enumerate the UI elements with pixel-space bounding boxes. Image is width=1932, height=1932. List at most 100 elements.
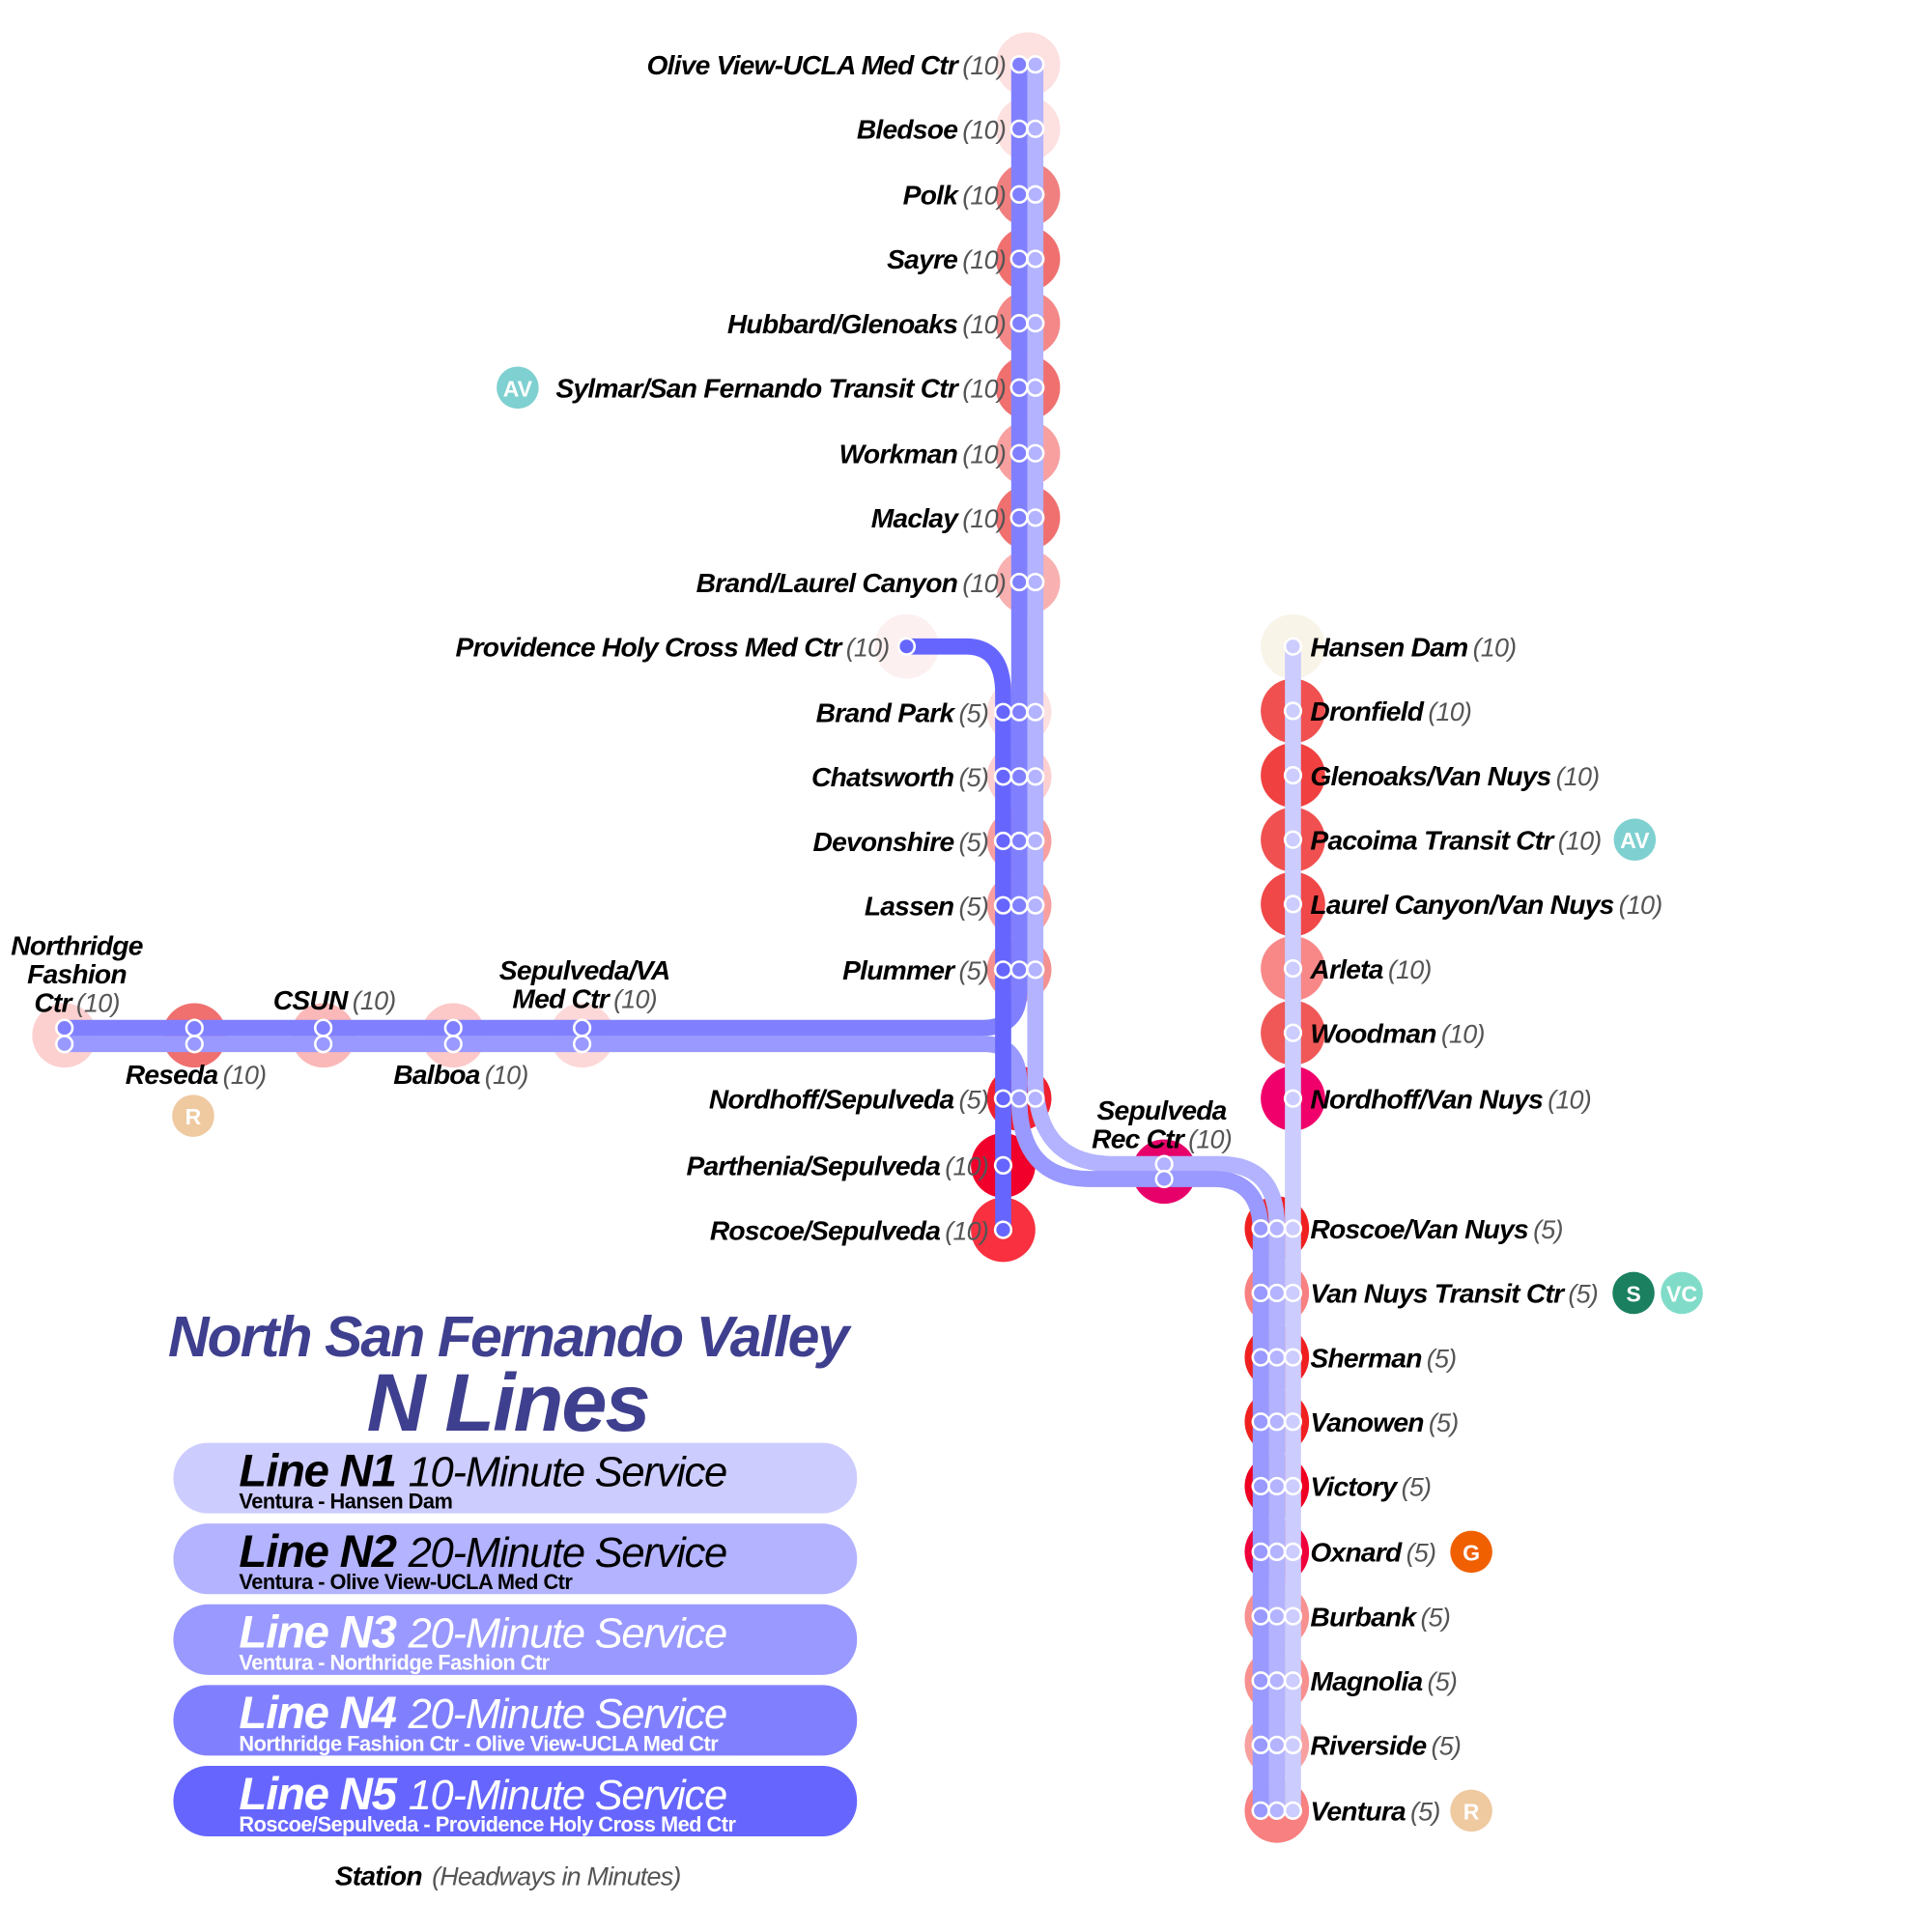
stop-sherman-n1[interactable] bbox=[1283, 1348, 1303, 1367]
stop-victory-n3[interactable] bbox=[1251, 1476, 1270, 1496]
stop-sayre-n2[interactable] bbox=[1026, 249, 1045, 269]
stop-csun-n4[interactable] bbox=[314, 1018, 333, 1037]
stop-northridge-fashion-ctr-n4[interactable] bbox=[55, 1018, 74, 1037]
stop-burbank-n2[interactable] bbox=[1267, 1606, 1287, 1626]
stop-brand-park-n2[interactable] bbox=[1026, 702, 1045, 722]
station-van-nuys-transit-ctr[interactable]: Van Nuys Transit Ctr(5) bbox=[1310, 1278, 1598, 1309]
stop-pacoima-transit-ctr-n1[interactable] bbox=[1283, 830, 1303, 849]
station-burbank[interactable]: Burbank(5) bbox=[1310, 1601, 1450, 1632]
line-n2[interactable] bbox=[1027, 64, 1286, 1811]
stop-brand-park-n4[interactable] bbox=[1009, 702, 1029, 722]
station-pacoima-transit-ctr[interactable]: Pacoima Transit Ctr(10) bbox=[1310, 824, 1602, 855]
stop-burbank-n1[interactable] bbox=[1283, 1606, 1303, 1626]
stop-workman-n2[interactable] bbox=[1026, 443, 1045, 463]
stop-oxnard-n3[interactable] bbox=[1251, 1542, 1270, 1562]
stop-northridge-fashion-ctr-n3[interactable] bbox=[55, 1035, 74, 1054]
stop-magnolia-n3[interactable] bbox=[1251, 1671, 1270, 1690]
station-ventura[interactable]: Ventura(5) bbox=[1310, 1796, 1440, 1827]
stop-plummer-n4[interactable] bbox=[1009, 960, 1029, 980]
stop-laurel-canyon-van-nuys-n1[interactable] bbox=[1283, 895, 1303, 914]
stop-sherman-n2[interactable] bbox=[1267, 1348, 1287, 1367]
stop-burbank-n3[interactable] bbox=[1251, 1606, 1270, 1626]
station-sylmar-san-fernando-transit-ctr[interactable]: Sylmar/San Fernando Transit Ctr(10) bbox=[555, 373, 1006, 404]
stop-van-nuys-transit-ctr-n2[interactable] bbox=[1267, 1283, 1287, 1303]
stop-nordhoff-sepulveda-n2[interactable] bbox=[1026, 1089, 1045, 1108]
stop-sylmar-san-fernando-transit-ctr-n4[interactable] bbox=[1009, 378, 1029, 397]
station-laurel-canyon-van-nuys[interactable]: Laurel Canyon/Van Nuys(10) bbox=[1310, 889, 1662, 920]
stop-hansen-dam-n1[interactable] bbox=[1283, 637, 1303, 656]
station-olive-view-ucla-med-ctr[interactable]: Olive View-UCLA Med Ctr(10) bbox=[646, 49, 1006, 80]
stop-oxnard-n1[interactable] bbox=[1283, 1542, 1303, 1562]
station-victory[interactable]: Victory(5) bbox=[1310, 1471, 1432, 1502]
stop-olive-view-ucla-med-ctr-n4[interactable] bbox=[1009, 55, 1029, 74]
stop-glenoaks-van-nuys-n1[interactable] bbox=[1283, 765, 1303, 785]
badge-g-icon[interactable]: G bbox=[1450, 1530, 1492, 1574]
stop-plummer-n2[interactable] bbox=[1026, 960, 1045, 980]
stop-nordhoff-sepulveda-n3[interactable] bbox=[1009, 1089, 1029, 1108]
stop-balboa-n3[interactable] bbox=[443, 1035, 463, 1054]
stop-lassen-n2[interactable] bbox=[1026, 895, 1045, 915]
station-lassen[interactable]: Lassen(5) bbox=[865, 890, 989, 921]
stop-sepulveda-va-med-ctr-n3[interactable] bbox=[572, 1035, 592, 1054]
stop-roscoe-van-nuys-n3[interactable] bbox=[1251, 1219, 1270, 1238]
stop-parthenia-sepulveda-n5[interactable] bbox=[993, 1155, 1013, 1176]
station-nordhoff-van-nuys[interactable]: Nordhoff/Van Nuys(10) bbox=[1310, 1083, 1591, 1114]
stop-lassen-n4[interactable] bbox=[1009, 895, 1029, 915]
stop-victory-n2[interactable] bbox=[1267, 1476, 1287, 1496]
stop-sayre-n4[interactable] bbox=[1009, 249, 1029, 269]
stop-woodman-n1[interactable] bbox=[1283, 1023, 1303, 1042]
stop-magnolia-n2[interactable] bbox=[1267, 1671, 1287, 1690]
stop-riverside-n2[interactable] bbox=[1267, 1735, 1287, 1755]
station-brand-laurel-canyon[interactable]: Brand/Laurel Canyon(10) bbox=[696, 567, 1007, 598]
station-balboa[interactable]: Balboa(10) bbox=[393, 1059, 528, 1090]
station-parthenia-sepulveda[interactable]: Parthenia/Sepulveda(10) bbox=[686, 1151, 988, 1181]
stop-devonshire-n5[interactable] bbox=[993, 831, 1013, 851]
station-dronfield[interactable]: Dronfield(10) bbox=[1310, 696, 1471, 726]
stop-sylmar-san-fernando-transit-ctr-n2[interactable] bbox=[1026, 378, 1045, 397]
stop-reseda-n4[interactable] bbox=[185, 1018, 204, 1037]
station-glenoaks-van-nuys[interactable]: Glenoaks/Van Nuys(10) bbox=[1310, 760, 1600, 791]
stop-sherman-n3[interactable] bbox=[1251, 1348, 1270, 1367]
station-workman[interactable]: Workman(10) bbox=[839, 438, 1007, 469]
badge-r-icon[interactable]: R bbox=[172, 1094, 214, 1137]
station-plummer[interactable]: Plummer(5) bbox=[842, 954, 989, 985]
station-chatsworth[interactable]: Chatsworth(5) bbox=[811, 761, 989, 792]
station-brand-park[interactable]: Brand Park(5) bbox=[816, 696, 989, 727]
station-magnolia[interactable]: Magnolia(5) bbox=[1310, 1665, 1457, 1696]
stop-bledsoe-n2[interactable] bbox=[1026, 119, 1045, 138]
stop-chatsworth-n4[interactable] bbox=[1009, 767, 1029, 786]
station-riverside[interactable]: Riverside(5) bbox=[1310, 1730, 1461, 1761]
stop-vanowen-n1[interactable] bbox=[1283, 1412, 1303, 1432]
stop-ventura-n3[interactable] bbox=[1251, 1801, 1270, 1820]
badge-av-icon[interactable]: AV bbox=[497, 366, 539, 410]
badge-s-icon[interactable]: S bbox=[1612, 1271, 1655, 1315]
stop-victory-n1[interactable] bbox=[1283, 1476, 1303, 1496]
stop-arleta-n1[interactable] bbox=[1283, 958, 1303, 979]
stop-bledsoe-n4[interactable] bbox=[1009, 119, 1029, 138]
stop-oxnard-n2[interactable] bbox=[1267, 1542, 1287, 1562]
badge-vc-icon[interactable]: VC bbox=[1661, 1271, 1703, 1315]
station-hansen-dam[interactable]: Hansen Dam(10) bbox=[1310, 631, 1517, 662]
stop-riverside-n3[interactable] bbox=[1251, 1735, 1270, 1755]
line-n5[interactable] bbox=[906, 638, 1011, 1231]
station-polk[interactable]: Polk(10) bbox=[903, 180, 1007, 211]
stop-balboa-n4[interactable] bbox=[443, 1018, 463, 1037]
stop-van-nuys-transit-ctr-n1[interactable] bbox=[1283, 1283, 1303, 1303]
stop-sepulveda-va-med-ctr-n4[interactable] bbox=[572, 1018, 592, 1037]
stop-workman-n4[interactable] bbox=[1009, 443, 1029, 463]
stop-vanowen-n3[interactable] bbox=[1251, 1412, 1270, 1432]
stop-brand-laurel-canyon-n2[interactable] bbox=[1026, 572, 1045, 592]
stop-lassen-n5[interactable] bbox=[993, 895, 1013, 915]
stop-csun-n3[interactable] bbox=[314, 1035, 333, 1054]
stop-reseda-n3[interactable] bbox=[185, 1035, 204, 1054]
stop-nordhoff-sepulveda-n5[interactable] bbox=[993, 1089, 1013, 1108]
stop-hubbard-glenoaks-n4[interactable] bbox=[1009, 314, 1029, 333]
stop-brand-park-n5[interactable] bbox=[993, 702, 1013, 722]
station-oxnard[interactable]: Oxnard(5) bbox=[1310, 1537, 1436, 1568]
